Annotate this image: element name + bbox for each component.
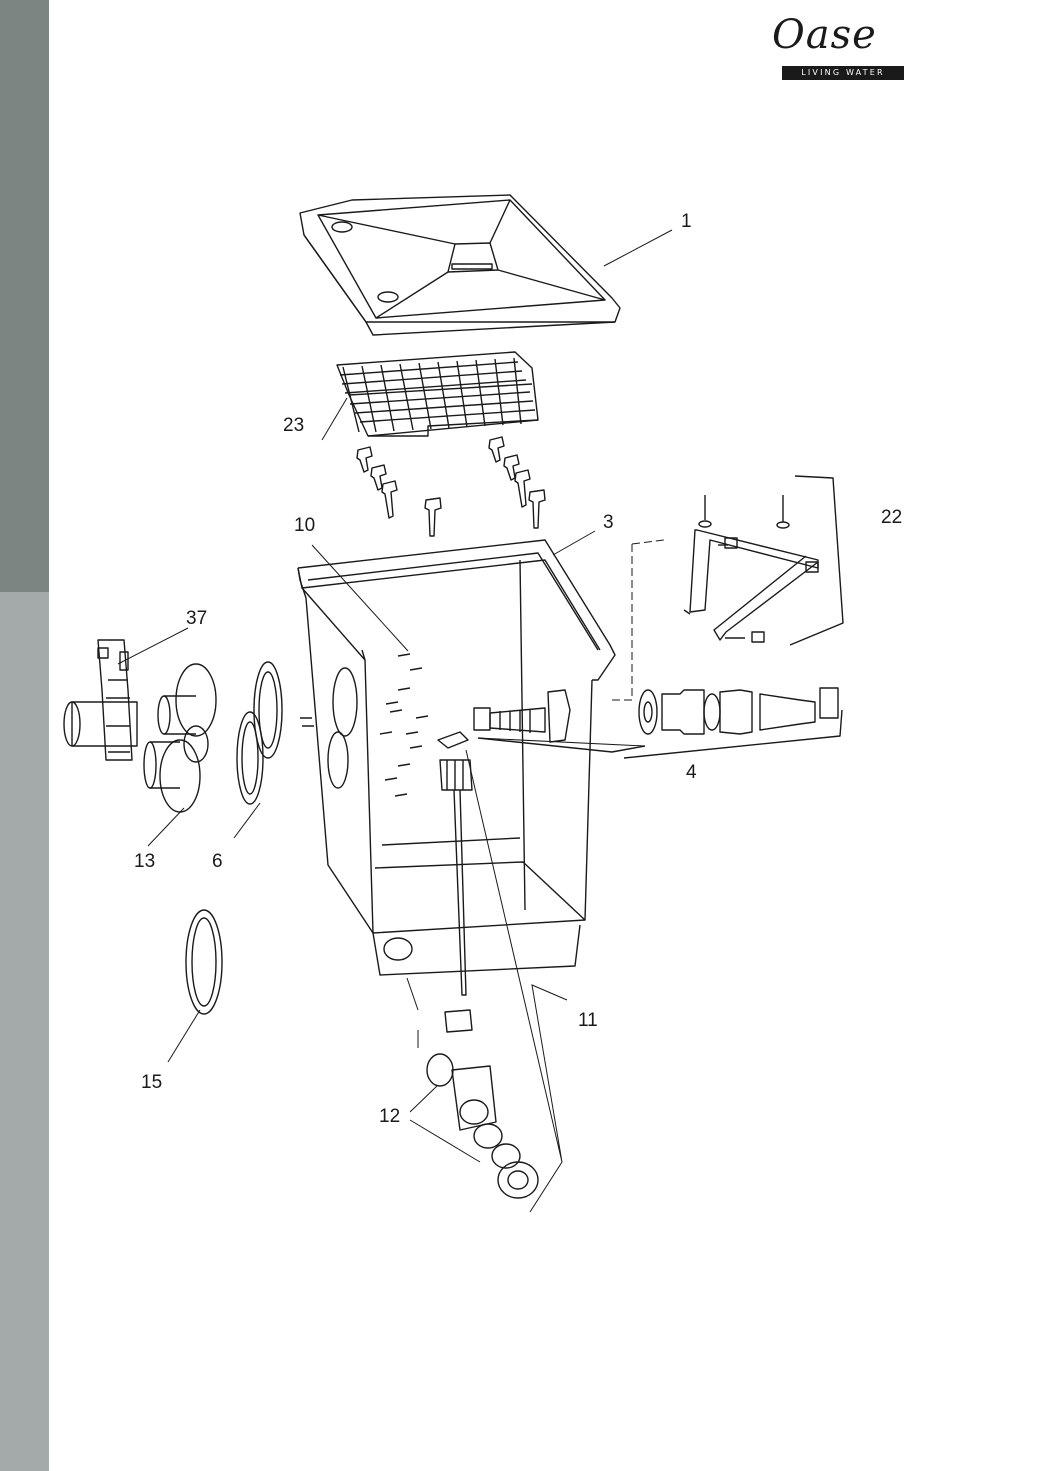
callout-labels: 1 23 10 3 22 37 4 13 6 11 15 12: [134, 211, 902, 1127]
leader-lines: [117, 229, 673, 1213]
callout-4: 4: [686, 762, 697, 783]
sidebar-band-dark: [0, 0, 49, 592]
part-inlet-connector: [473, 687, 843, 759]
part-drain: [426, 1009, 539, 1199]
part-clips: [356, 436, 546, 537]
callout-22: 22: [881, 507, 902, 528]
callout-37: 37: [186, 608, 207, 629]
brand-logo-word: Oase: [772, 12, 877, 58]
callout-12: 12: [379, 1106, 400, 1127]
callout-10: 10: [294, 515, 315, 536]
part-grid: [336, 351, 539, 437]
callout-13: 13: [134, 851, 155, 872]
part-pipe-adapter: [63, 639, 138, 761]
part-wall-bracket: [683, 475, 844, 646]
part-seal-rings: [236, 661, 283, 805]
brand-logo: Oase LIVING WATER: [768, 12, 908, 84]
callout-6: 6: [212, 851, 223, 872]
callout-1: 1: [681, 211, 692, 232]
part-hose-adapters: [143, 663, 217, 813]
sidebar-band-light: [0, 592, 49, 1471]
callout-11: 11: [578, 1010, 598, 1031]
part-lid: [299, 194, 621, 336]
part-filter-box: [297, 539, 616, 976]
callout-23: 23: [283, 415, 304, 436]
part-ring: [185, 909, 223, 1015]
callout-3: 3: [603, 512, 614, 533]
part-cleaning-rod: [437, 731, 473, 996]
brand-tagline: LIVING WATER: [782, 66, 904, 80]
callout-15: 15: [141, 1072, 162, 1093]
